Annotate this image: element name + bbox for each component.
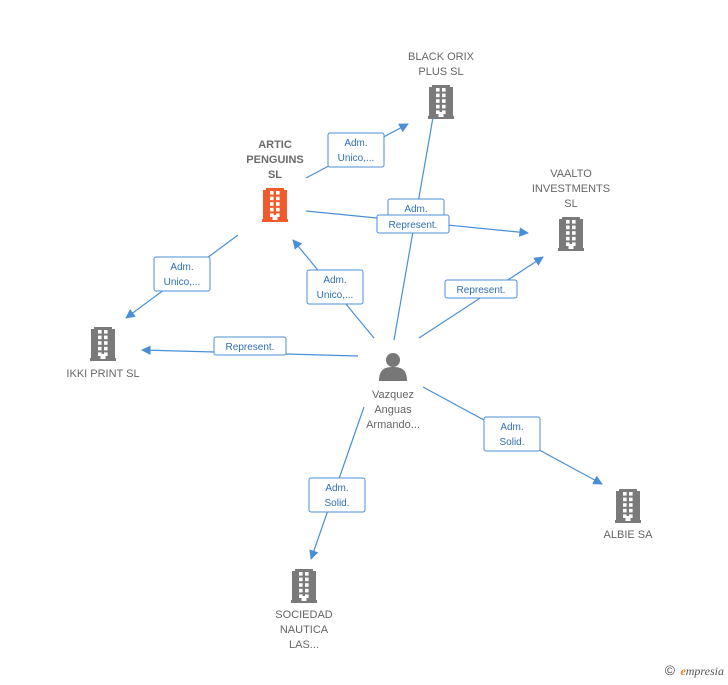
node-label: BLACK ORIX (408, 51, 475, 63)
building-icon (262, 188, 288, 222)
edge-label-text: Adm. (325, 483, 348, 494)
node-black[interactable]: BLACK ORIX PLUS SL (408, 51, 475, 119)
edge-label-box (376, 214, 450, 234)
node-label: Anguas (374, 404, 412, 416)
edge-label-box (153, 256, 211, 292)
edge-label-text: Unico,... (164, 277, 201, 288)
edge-label-box (306, 269, 364, 305)
node-ikki[interactable]: IKKI PRINT SL (66, 327, 140, 380)
node-artic[interactable]: ARTIC PENGUINS SL (246, 139, 304, 222)
edge-label-box (327, 132, 385, 168)
nodes-layer: ARTIC PENGUINS SL BLACK ORIX PLUS SL VAALTO IN… (66, 51, 653, 651)
node-label: INVESTMENTS (532, 183, 610, 195)
edge-label-text: Solid. (324, 498, 349, 509)
node-label: LAS... (289, 639, 319, 651)
edge-label-person-black[interactable]: Represent. (376, 214, 450, 234)
edge-label-box (444, 279, 518, 299)
node-label: Armando... (366, 419, 420, 431)
building-icon (291, 569, 317, 603)
edge-label-person-sociedad[interactable]: Adm. Solid. (308, 477, 366, 513)
edge-label-text: Adm. (344, 138, 367, 149)
node-sociedad[interactable]: SOCIEDAD NAUTICA LAS... (275, 569, 333, 651)
node-label: PENGUINS (246, 154, 303, 166)
empresia-logo[interactable]: empresia (680, 664, 724, 678)
edge-label-text: Adm. (170, 262, 193, 273)
edge-label-person-vaalto[interactable]: Represent. (444, 279, 518, 299)
node-label: SL (268, 169, 282, 181)
node-label: VAALTO (550, 168, 592, 180)
edge-label-text: Unico,... (317, 290, 354, 301)
node-label: IKKI PRINT SL (66, 368, 139, 380)
node-label: ALBIE SA (604, 529, 654, 541)
footer-brand: © empresia (665, 662, 724, 679)
building-icon (615, 489, 641, 523)
node-person[interactable]: VazquezAnguasArmando... (366, 353, 420, 431)
edge-label-artic-ikki[interactable]: Adm. Unico,... (153, 256, 211, 292)
edge-label-text: Represent. (389, 220, 438, 231)
edge-label-box (308, 477, 366, 513)
edge-label-person-albie[interactable]: Adm. Solid. (483, 416, 541, 452)
edge-label-text: Solid. (499, 437, 524, 448)
node-vaalto[interactable]: VAALTO INVESTMENTS SL (532, 168, 610, 251)
node-label: ARTIC (258, 139, 292, 151)
edge-label-text: Represent. (457, 285, 506, 296)
edge-labels-layer: Adm.Solid.Adm.Unico,...Adm.Unico,...Adm.… (153, 132, 541, 513)
building-icon (90, 327, 116, 361)
edge-label-text: Adm. (323, 275, 346, 286)
edge-label-text: Unico,... (338, 153, 375, 164)
edge-label-person-ikki[interactable]: Represent. (213, 336, 287, 356)
edge-label-text: Represent. (226, 342, 275, 353)
edge-label-artic-black[interactable]: Adm. Unico,... (327, 132, 385, 168)
copyright-symbol: © (664, 662, 676, 678)
building-icon (558, 217, 584, 251)
node-label: SOCIEDAD (275, 609, 333, 621)
node-albie[interactable]: ALBIE SA (604, 489, 654, 541)
node-label: Vazquez (372, 389, 414, 401)
person-icon (379, 353, 407, 381)
edge-label-text: Adm. (500, 422, 523, 433)
edge-label-person-artic[interactable]: Adm. Unico,... (306, 269, 364, 305)
building-icon (428, 85, 454, 119)
edge-label-box (483, 416, 541, 452)
edge-label-box (213, 336, 287, 356)
edge-label-text: Adm. (404, 204, 427, 215)
node-label: NAUTICA (280, 624, 329, 636)
node-label: PLUS SL (418, 66, 463, 78)
node-label: SL (564, 198, 577, 210)
